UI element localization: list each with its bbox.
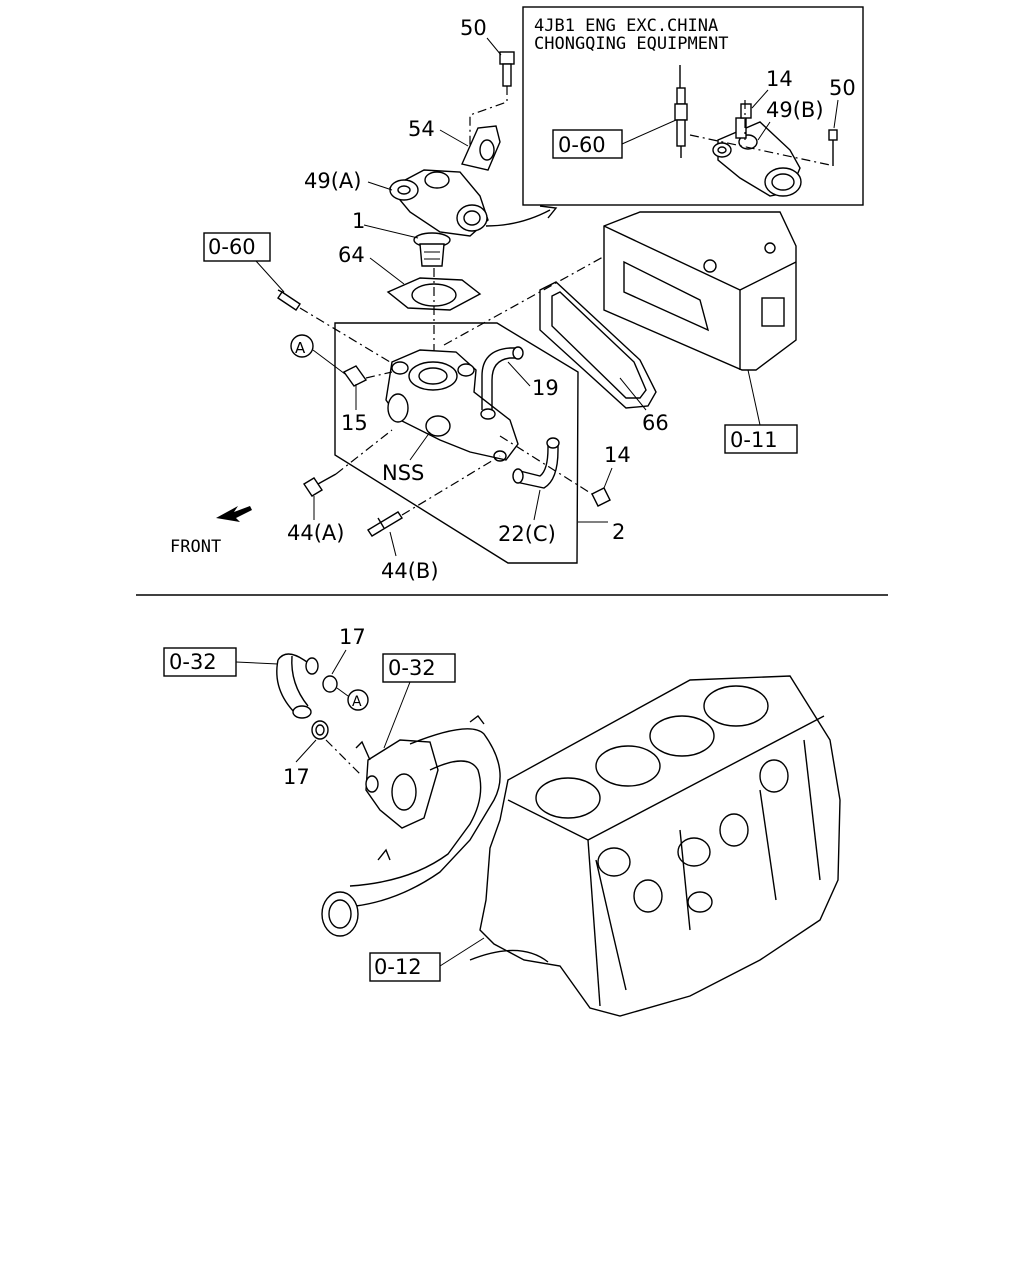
front-arrow-icon bbox=[216, 506, 252, 522]
label-49a: 49(A) bbox=[304, 169, 361, 193]
ref-box-011 bbox=[724, 424, 798, 454]
bolt-50-drawing bbox=[499, 51, 515, 87]
label-15: 15 bbox=[341, 411, 368, 435]
inset-frame bbox=[522, 6, 864, 206]
inset-housing-drawing bbox=[689, 100, 838, 197]
sensor-drawing bbox=[277, 289, 301, 311]
label-50: 50 bbox=[460, 16, 487, 40]
plug-14-drawing bbox=[591, 487, 611, 507]
inset-panel: 4JB1 ENG EXC.CHINA CHONGQING EQUIPMENT 1… bbox=[522, 6, 864, 206]
plug-15-drawing bbox=[342, 365, 368, 387]
bolt-44a-drawing bbox=[303, 473, 337, 497]
label-nss: NSS bbox=[382, 461, 424, 485]
label-66: 66 bbox=[642, 411, 669, 435]
thermostat-1-drawing bbox=[413, 232, 451, 267]
water-outlet-body-drawing bbox=[385, 349, 519, 462]
cylinder-block-drawing bbox=[469, 675, 841, 1017]
marker-a: A bbox=[295, 339, 306, 357]
hose-drawing bbox=[276, 653, 319, 719]
ref-060: 0-60 bbox=[208, 235, 256, 259]
label-22c: 22(C) bbox=[498, 522, 556, 546]
label-44b: 44(B) bbox=[381, 559, 439, 583]
ref-011: 0-11 bbox=[730, 428, 778, 452]
upper-assembly: 50 54 49(A) 1 bbox=[170, 16, 798, 583]
housing-49a-drawing bbox=[388, 169, 489, 237]
pipe-22c-drawing bbox=[512, 437, 560, 489]
label-17-bottom: 17 bbox=[283, 765, 310, 789]
label-44a: 44(A) bbox=[287, 521, 344, 545]
ref-box-032-left bbox=[163, 647, 237, 677]
assembly-2-frame bbox=[334, 322, 579, 564]
inset-label-49b: 49(B) bbox=[766, 98, 824, 122]
label-19: 19 bbox=[532, 376, 559, 400]
inset-label-50: 50 bbox=[829, 76, 856, 100]
inset-ref-060: 0-60 bbox=[558, 133, 606, 157]
front-label: FRONT bbox=[170, 537, 221, 557]
ref-box-012 bbox=[369, 952, 441, 982]
marker-a-lower-circle bbox=[347, 689, 369, 711]
stud-44b-drawing bbox=[367, 511, 403, 537]
water-inlet-pipe-drawing bbox=[321, 715, 501, 937]
pipe-19-drawing bbox=[481, 346, 524, 410]
bracket-54-drawing bbox=[461, 125, 501, 171]
marker-a-circle bbox=[290, 334, 314, 358]
ref-box-060 bbox=[203, 232, 271, 262]
cylinder-head-drawing bbox=[603, 211, 797, 371]
ref-box-032-right bbox=[382, 653, 456, 683]
inset-title-line2: CHONGQING EQUIPMENT bbox=[534, 34, 728, 54]
marker-a-lower: A bbox=[352, 694, 362, 710]
label-2: 2 bbox=[612, 520, 625, 544]
ref-032-right: 0-32 bbox=[388, 656, 436, 680]
inset-label-14: 14 bbox=[766, 67, 793, 91]
inset-title-line1: 4JB1 ENG EXC.CHINA bbox=[534, 16, 718, 36]
label-1: 1 bbox=[352, 209, 365, 233]
ref-012: 0-12 bbox=[374, 955, 422, 979]
label-14: 14 bbox=[604, 443, 631, 467]
lower-assembly: 0-32 17 A 17 0-32 bbox=[163, 625, 841, 1017]
clamp-17-bottom-drawing bbox=[311, 720, 329, 740]
inset-sensor-drawing bbox=[674, 65, 688, 158]
gasket-66-drawing bbox=[539, 281, 657, 409]
ref-032-left: 0-32 bbox=[169, 650, 217, 674]
label-17-top: 17 bbox=[339, 625, 366, 649]
label-64: 64 bbox=[338, 243, 365, 267]
label-54: 54 bbox=[408, 117, 435, 141]
clamp-17-top-drawing bbox=[322, 675, 338, 693]
